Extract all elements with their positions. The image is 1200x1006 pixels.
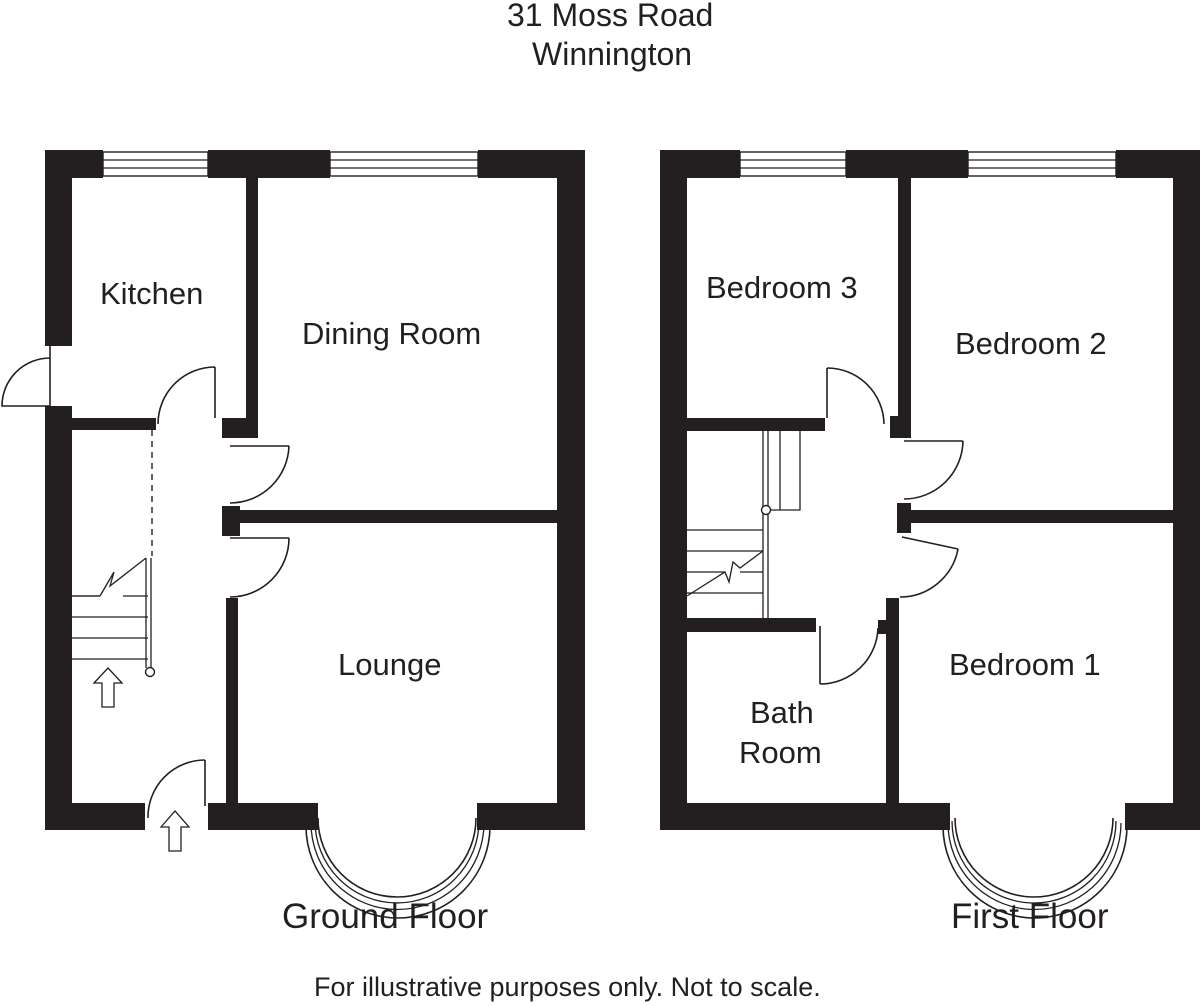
lounge-door[interactable]	[229, 537, 290, 598]
bay-window	[305, 817, 491, 919]
bedroom-3-door[interactable]	[826, 367, 885, 425]
wall	[687, 618, 816, 632]
wall	[1125, 803, 1200, 830]
wall	[222, 418, 258, 438]
bay-window	[942, 817, 1128, 919]
window	[329, 151, 479, 177]
room-label-kitchen: Kitchen	[100, 276, 204, 311]
bathroom-door[interactable]	[819, 626, 879, 685]
wall	[226, 598, 238, 803]
wall	[660, 150, 687, 830]
entrance-arrow-icon	[159, 810, 191, 852]
room-label-lounge: Lounge	[338, 647, 442, 682]
window	[967, 151, 1117, 177]
back-door[interactable]	[1, 346, 51, 407]
property-address-line2: Winnington	[532, 36, 693, 72]
wall	[208, 803, 318, 830]
room-label-dining-room: Dining Room	[302, 316, 482, 351]
room-label-bathroom-line1: Bath	[750, 695, 814, 730]
staircase	[686, 431, 801, 618]
window	[102, 151, 209, 177]
wall	[687, 418, 825, 431]
floor-label-ground: Ground Floor	[282, 897, 489, 936]
disclaimer-text: For illustrative purposes only. Not to s…	[314, 972, 821, 1002]
wall	[208, 150, 330, 178]
staircase	[72, 557, 156, 708]
wall	[660, 803, 950, 830]
wall	[897, 503, 911, 533]
room-label-bedroom-3: Bedroom 3	[706, 270, 858, 305]
wall	[557, 150, 585, 830]
ground-floor-plan	[1, 150, 585, 919]
wall	[898, 178, 911, 430]
wall	[45, 803, 145, 830]
wall	[911, 510, 1173, 523]
room-label-bathroom-line2: Room	[739, 735, 822, 770]
wall	[246, 178, 258, 430]
wall	[1173, 150, 1200, 830]
room-label-bedroom-1: Bedroom 1	[949, 647, 1101, 682]
wall	[886, 598, 899, 803]
wall	[45, 150, 72, 346]
first-floor-plan	[660, 150, 1200, 919]
room-label-bedroom-2: Bedroom 2	[955, 326, 1107, 361]
property-address-line1: 31 Moss Road	[507, 0, 714, 33]
window	[739, 151, 847, 177]
bedroom-1-door[interactable]	[899, 536, 959, 598]
wall	[45, 406, 72, 830]
wall	[72, 418, 156, 430]
kitchen-door[interactable]	[157, 366, 216, 425]
front-door[interactable]	[147, 759, 206, 819]
wall	[878, 620, 888, 634]
wall	[222, 506, 240, 536]
bedroom-2-door[interactable]	[903, 440, 964, 500]
floor-label-first: First Floor	[951, 897, 1109, 936]
wall	[240, 510, 557, 523]
wall	[477, 803, 585, 830]
wall	[890, 416, 911, 438]
wall	[846, 150, 968, 178]
dining-room-door[interactable]	[229, 445, 290, 504]
